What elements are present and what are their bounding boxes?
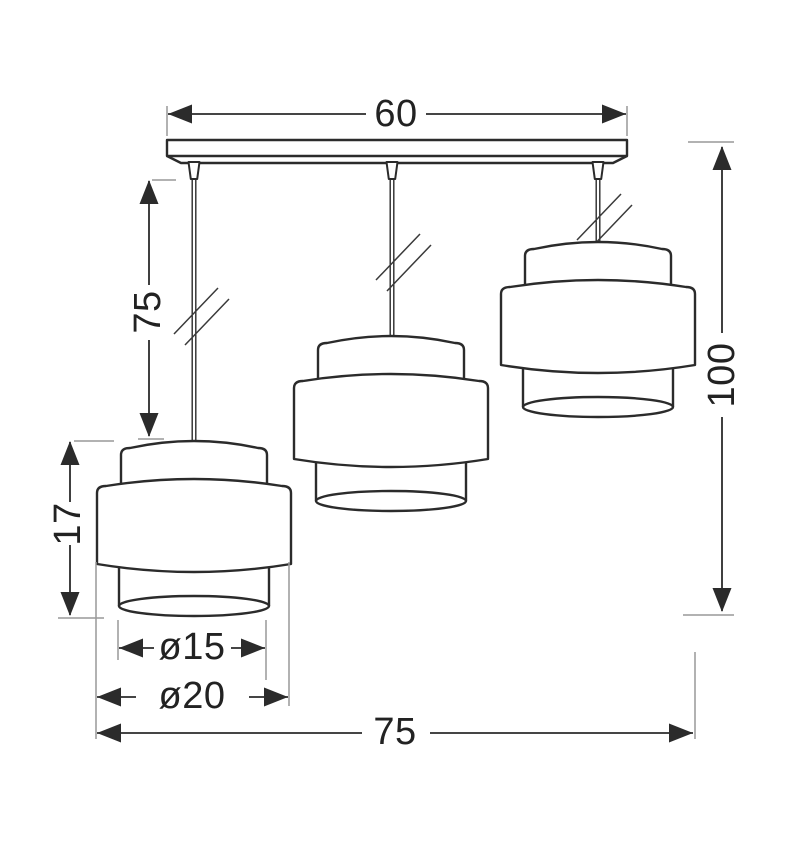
dim-shade-height: 17 xyxy=(47,441,89,616)
cable-hanger-middle xyxy=(385,161,399,180)
lampshade-right xyxy=(499,240,697,419)
arrow-left-icon xyxy=(119,638,143,658)
arrow-left-icon xyxy=(168,104,192,124)
dim-canopy-width: 60 xyxy=(168,93,626,135)
lampshade-left xyxy=(95,439,293,618)
cable-right xyxy=(595,179,601,247)
arrow-left-icon xyxy=(97,687,121,707)
arrow-up-icon xyxy=(60,441,80,465)
dim-cord-length: 75 xyxy=(127,180,169,437)
lampshade-middle xyxy=(292,334,490,513)
dim-outer-diameter: ø20 xyxy=(97,675,288,717)
dim-overall-height: 100 xyxy=(701,146,743,612)
arrow-down-icon xyxy=(712,588,732,612)
dim-inner-diameter: ø15 xyxy=(119,626,265,668)
arrow-up-icon xyxy=(139,180,159,204)
dim-inner-diameter-label: ø15 xyxy=(159,626,226,668)
dim-overall-width-label: 75 xyxy=(373,711,416,753)
extension-lines xyxy=(58,106,734,739)
arrow-right-icon xyxy=(669,723,693,743)
arrow-left-icon xyxy=(97,723,121,743)
cable-break-left xyxy=(173,287,230,346)
ceiling-canopy xyxy=(165,138,629,165)
cable-break-middle xyxy=(375,233,432,292)
arrow-right-icon xyxy=(264,687,288,707)
dim-shade-height-label: 17 xyxy=(47,502,89,545)
arrow-right-icon xyxy=(241,638,265,658)
cable-middle xyxy=(389,179,395,341)
cable-hanger-left xyxy=(187,161,201,180)
dim-overall-height-label: 100 xyxy=(701,343,743,408)
arrow-right-icon xyxy=(602,104,626,124)
cable-hanger-right xyxy=(591,161,605,180)
arrow-down-icon xyxy=(60,592,80,616)
dim-cord-length-label: 75 xyxy=(127,290,169,333)
dim-canopy-width-label: 60 xyxy=(374,93,417,135)
dim-overall-width: 75 xyxy=(97,711,693,753)
cable-left xyxy=(191,179,197,446)
arrow-down-icon xyxy=(139,413,159,437)
dim-outer-diameter-label: ø20 xyxy=(159,675,226,717)
arrow-up-icon xyxy=(712,146,732,170)
